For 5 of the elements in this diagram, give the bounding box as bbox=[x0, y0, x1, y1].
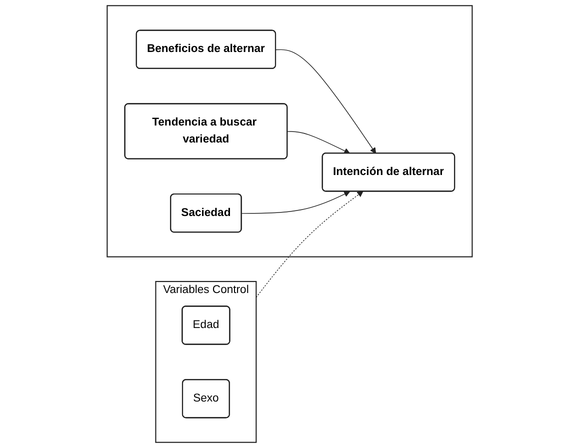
arrow bbox=[241, 191, 350, 214]
arrow bbox=[286, 131, 350, 154]
arrow bbox=[275, 49, 376, 154]
arrow bbox=[256, 190, 364, 298]
cluster bbox=[106, 5, 473, 258]
